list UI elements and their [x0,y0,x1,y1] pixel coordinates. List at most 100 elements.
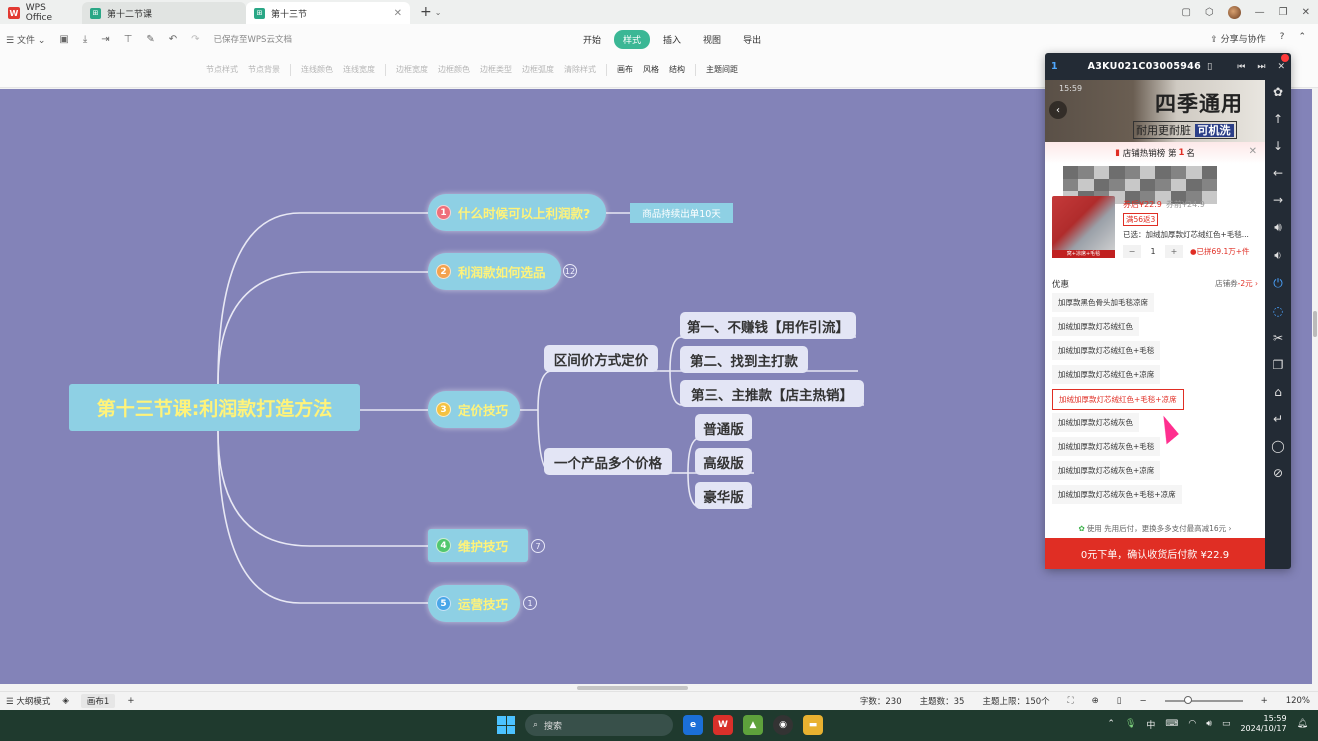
subtopic-item[interactable]: 第三、主推款【店主热销】 [680,380,864,407]
obs-icon[interactable]: ◉ [773,715,793,735]
line-width-button[interactable]: 连线宽度 [343,65,375,74]
sku-option[interactable]: 加绒加厚款灯芯绒灰色+毛毯+凉席 [1052,485,1182,504]
save-icon[interactable]: ▣ [59,33,69,45]
tablet-icon[interactable]: ▢ [1181,6,1191,18]
subtopic-item[interactable]: 高级版 [695,448,752,475]
branch-topic-2[interactable]: 2 利润款如何选品 [428,253,561,290]
sku-option[interactable]: 加绒加厚款灯芯绒红色+毛毯+凉席 [1052,389,1184,410]
subtopic-item[interactable]: 第一、不赚钱【用作引流】 [680,312,856,339]
pin-icon[interactable]: ▯ [1206,61,1213,72]
tray-expand-icon[interactable]: ⌃ [1107,719,1115,729]
border-type-button[interactable]: 边框类型 [480,65,512,74]
wifi-icon[interactable]: ◠ [1188,719,1197,729]
new-tab-icon[interactable]: + [420,4,432,20]
wps-home-tab[interactable]: W WPS Office [0,2,82,24]
collapsed-count-badge[interactable]: 7 [531,539,545,553]
volume-down-icon[interactable]: 🔉︎ [1274,248,1282,262]
subtopic-interval-pricing[interactable]: 区间价方式定价 [544,345,658,372]
leaf-note[interactable]: 商品持续出单10天 [630,203,733,223]
tab-start[interactable]: 开始 [583,36,602,46]
help-icon[interactable]: ? [1279,32,1285,42]
document-tab-1[interactable]: ⊞ 第十二节课 [82,2,246,24]
chevron-down-icon[interactable]: ⌄ [434,7,442,17]
home-icon[interactable]: ⌂ [1274,385,1282,399]
next-device-icon[interactable]: ⏭ [1257,61,1266,72]
outline-mode-button[interactable]: ☰ 大纲模式 [6,695,50,707]
cube-icon[interactable]: ⬡ [1204,6,1214,18]
coupon-row[interactable]: 优惠 店铺券-2元 › [1052,278,1258,290]
sku-option[interactable]: 加绒加厚款灯芯绒灰色+凉席 [1052,461,1161,480]
topic-spacing-button[interactable]: 主题间距 [706,65,738,74]
back-icon[interactable]: ‹ [1049,101,1067,119]
book-icon[interactable]: ▯ [1116,696,1122,706]
taskbar-search[interactable]: ⌕搜索 [525,714,673,736]
notification-bell-icon[interactable]: 🔔︎ [1296,719,1308,729]
subtopic-multi-price[interactable]: 一个产品多个价格 [544,448,672,475]
locate-icon[interactable]: ⊕ [1091,696,1099,706]
sku-option[interactable]: 加厚款黑色骨头加毛毯凉席 [1052,293,1154,312]
border-color-button[interactable]: 边框颜色 [438,65,470,74]
subtopic-item[interactable]: 第二、找到主打款 [680,346,808,373]
download-icon[interactable]: ⤓ [82,33,88,45]
microphone-icon[interactable]: 🎙︎ [1124,719,1137,729]
phone-screen[interactable]: 15:59 ‹ 四季通用 耐用更耐脏 可机洗 ▮ 店铺热销榜 第 1 名 ✕ 窝… [1045,80,1265,569]
tab-view[interactable]: 视图 [703,36,722,46]
volume-up-icon[interactable]: 🔊︎ [1274,220,1282,234]
paw-icon[interactable]: ✿ [1272,85,1284,99]
sku-option[interactable]: 加绒加厚款灯芯绒红色 [1052,317,1139,336]
volume-icon[interactable]: 🔊︎ [1206,719,1212,729]
close-tab-icon[interactable]: ✕ [393,7,402,19]
windows-start-icon[interactable] [497,716,515,734]
branch-topic-3[interactable]: 3 定价技巧 [428,391,520,428]
sku-option[interactable]: 加绒加厚款灯芯绒灰色+毛毯 [1052,437,1161,456]
canvas-sheet-tab[interactable]: 画布1 [80,694,116,708]
tab-export[interactable]: 导出 [743,36,762,46]
sku-option[interactable]: 加绒加厚款灯芯绒红色+毛毯 [1052,341,1161,360]
previous-device-icon[interactable]: ⏮ [1237,61,1246,72]
fit-screen-icon[interactable]: ⛶ [1067,696,1074,706]
zoom-in-icon[interactable]: + [1260,696,1268,706]
tab-insert[interactable]: 插入 [663,36,682,46]
collapsed-count-badge[interactable]: 1 [523,596,537,610]
minimize-icon[interactable]: — [1254,6,1265,18]
subtopic-item[interactable]: 豪华版 [695,482,752,509]
vertical-scrollbar[interactable] [1312,89,1318,684]
collapse-icon[interactable]: ⌃ [1298,32,1306,42]
undo-icon[interactable]: ↶ [168,33,178,45]
central-topic[interactable]: 第十三节课:利润款打造方法 [69,384,360,431]
line-color-button[interactable]: 连线颜色 [301,65,333,74]
close-mirror-icon[interactable]: ✕ [1277,61,1285,72]
product-image[interactable] [1052,196,1115,256]
node-style-button[interactable]: 节点样式 [206,65,238,74]
redo-icon[interactable]: ↷ [191,33,200,45]
chat-icon[interactable]: ◯ [1271,439,1285,453]
zoom-out-icon[interactable]: − [1139,696,1147,706]
restore-icon[interactable]: ❐ [1278,6,1288,18]
input-language[interactable]: 中 [1146,720,1156,731]
sku-option[interactable]: 加绒加厚款灯芯绒红色+凉席 [1052,365,1161,384]
copy-icon[interactable]: ❐ [1272,358,1284,372]
export-icon[interactable]: ⇥ [101,33,110,45]
horizontal-scrollbar[interactable] [577,686,688,690]
close-window-icon[interactable]: ✕ [1301,6,1310,18]
keyboard-icon[interactable]: ⌨ [1165,719,1179,729]
branch-topic-1[interactable]: 1 什么时候可以上利润款? [428,194,606,231]
battery-icon[interactable]: ▭ [1221,719,1231,729]
node-background-button[interactable]: 节点背景 [248,65,280,74]
branch-topic-5[interactable]: 5 运营技巧 [428,585,520,622]
power-icon[interactable]: ⏻ [1273,276,1283,290]
format-painter-icon[interactable]: ⊤ [123,33,133,45]
sku-option[interactable]: 加绒加厚款灯芯绒灰色 [1052,413,1139,432]
file-menu[interactable]: ☰ 文件 ⌄ [6,33,45,46]
subtopic-item[interactable]: 普通版 [695,414,752,441]
scrollbar-thumb[interactable] [1313,311,1317,337]
pay-later-note[interactable]: ✿ 使用 先用后付，更换多多支付最高减16元 › [1045,519,1265,537]
folder-icon[interactable]: ▬ [803,715,823,735]
return-icon[interactable]: ↵ [1272,412,1284,426]
document-tab-2[interactable]: ⊞ 第十三节 ✕ [246,2,410,24]
tab-style[interactable]: 样式 [614,30,651,49]
arrow-up-icon[interactable]: ↑ [1272,112,1284,126]
theme-button[interactable]: 风格 [643,65,659,74]
border-radius-button[interactable]: 边框弧度 [522,65,554,74]
